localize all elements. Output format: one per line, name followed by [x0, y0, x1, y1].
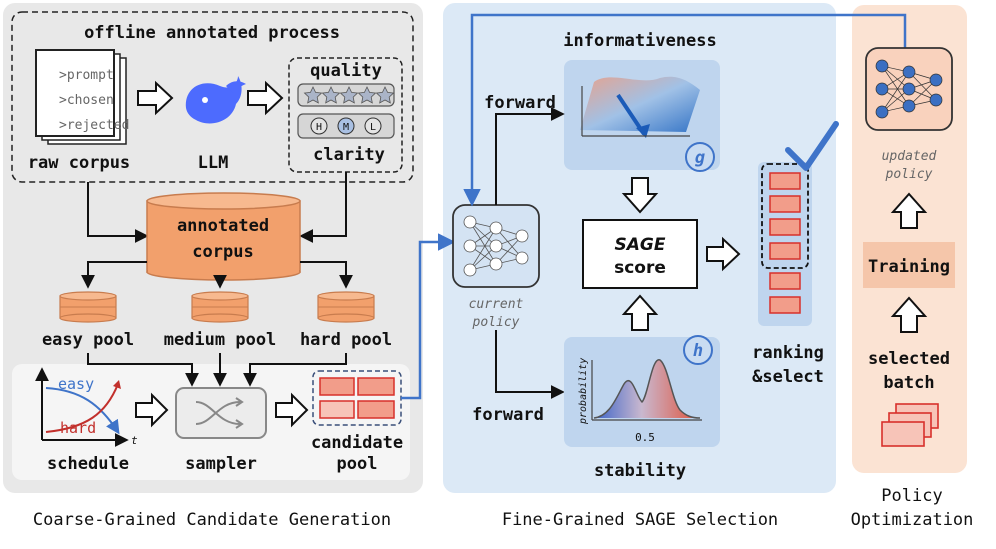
connector: [87, 182, 149, 243]
easy-pool-label: easy pool: [42, 330, 134, 350]
hollow-arrow-down-icon: [621, 177, 659, 214]
candidate-label: candidate: [311, 433, 403, 453]
medium-pool-cylinder: [191, 291, 249, 323]
neural-net-icon: [875, 59, 943, 119]
offline-process-box: [11, 11, 414, 183]
hollow-arrow-right-icon: [137, 80, 174, 116]
level-high: H: [316, 122, 322, 133]
sage-score-box: [582, 219, 698, 289]
connector: [243, 353, 347, 387]
forward-top-label: forward: [484, 93, 556, 113]
selected-label: selected: [868, 349, 950, 369]
ranked-cards: [769, 172, 801, 314]
annotated-label: annotated: [177, 216, 269, 236]
llm-whale-icon: [185, 76, 246, 124]
hard-curve: [45, 383, 119, 433]
annotated-corpus-cylinder: [146, 192, 301, 281]
score-label: score: [614, 258, 666, 278]
current-policy-label: policy: [472, 315, 520, 330]
easy-curve: [45, 387, 120, 435]
policy-caption-line1: Policy: [881, 486, 942, 506]
h-badge: [683, 335, 713, 365]
sampler-box: [175, 387, 267, 439]
forward-connector: [495, 330, 565, 399]
g-badge: [685, 142, 715, 172]
ranking-label: ranking: [752, 343, 824, 363]
tick-05: 0.5: [635, 431, 655, 444]
loss-surface-icon: [580, 76, 700, 138]
coarse-caption: Coarse-Grained Candidate Generation: [33, 510, 391, 530]
hard-pool-label: hard pool: [300, 330, 392, 350]
schedule-hard-label: hard: [60, 419, 96, 437]
updated-policy-label: policy: [885, 167, 933, 182]
easy-pool-cylinder: [59, 291, 117, 323]
prompt-line: >prompt: [59, 68, 114, 83]
connector: [81, 261, 147, 289]
candidate-cards: [319, 377, 395, 419]
clarity-label: clarity: [313, 145, 385, 165]
schedule-plot: [35, 367, 129, 447]
sage-label: SAGE: [615, 235, 666, 255]
schedule-label: schedule: [47, 454, 129, 474]
sampler-label: sampler: [185, 454, 257, 474]
hollow-arrow-up-icon: [621, 294, 659, 331]
hard-pool-cylinder: [317, 291, 375, 323]
training-label: Training: [868, 257, 950, 277]
hollow-arrow-right-icon: [275, 392, 309, 428]
llm-label: LLM: [198, 153, 229, 173]
level-badge: [337, 117, 355, 135]
check-icon: [785, 121, 839, 171]
h-badge-label: h: [693, 341, 703, 361]
selected-batch-cards: [881, 403, 939, 447]
g-badge-label: g: [695, 148, 705, 168]
schedule-easy-label: easy: [58, 375, 94, 393]
batch-label: batch: [883, 373, 934, 393]
neural-net-icon: [463, 215, 529, 277]
informativeness-label: informativeness: [563, 31, 717, 51]
document-stack-icon: [35, 49, 127, 145]
density-plot-icon: [591, 359, 702, 421]
hollow-arrow-up-icon: [890, 296, 928, 333]
updated-label: updated: [882, 149, 937, 164]
select-label: &select: [752, 367, 824, 387]
chosen-line: >chosen: [59, 93, 114, 108]
policy-caption-line2: Optimization: [851, 510, 974, 530]
selected-top-box: [761, 163, 809, 269]
forward-connector: [495, 107, 565, 205]
blue-feedback-connector: [463, 13, 907, 207]
connector: [87, 353, 199, 387]
shuffle-icon: [195, 397, 244, 429]
rejected-line: >rejected: [59, 118, 129, 133]
quality-label: quality: [310, 61, 382, 81]
connector: [299, 172, 347, 243]
fine-caption: Fine-Grained SAGE Selection: [502, 510, 778, 530]
hollow-arrow-right-icon: [247, 80, 284, 116]
hollow-arrow-up-icon: [890, 192, 928, 229]
forward-bottom-label: forward: [472, 405, 544, 425]
raw-corpus-label: raw corpus: [28, 153, 130, 173]
probability-axis-label: probability: [578, 358, 589, 425]
level-badge: [310, 117, 328, 135]
connector: [300, 261, 353, 289]
blue-connector: [401, 233, 456, 400]
star-icon: [303, 86, 395, 104]
corpus-label: corpus: [192, 242, 253, 262]
level-low: L: [370, 122, 376, 133]
current-label: current: [469, 297, 524, 312]
hollow-arrow-right-icon: [706, 236, 741, 272]
hollow-arrow-right-icon: [135, 392, 169, 428]
schedule-t-label: t: [131, 434, 138, 447]
training-box: [863, 242, 955, 288]
medium-pool-label: medium pool: [164, 330, 277, 350]
level-badge: [364, 117, 382, 135]
offline-title: offline annotated process: [84, 23, 340, 43]
level-medium: M: [343, 122, 349, 133]
stability-label: stability: [594, 461, 686, 481]
pool-label: pool: [337, 454, 378, 474]
